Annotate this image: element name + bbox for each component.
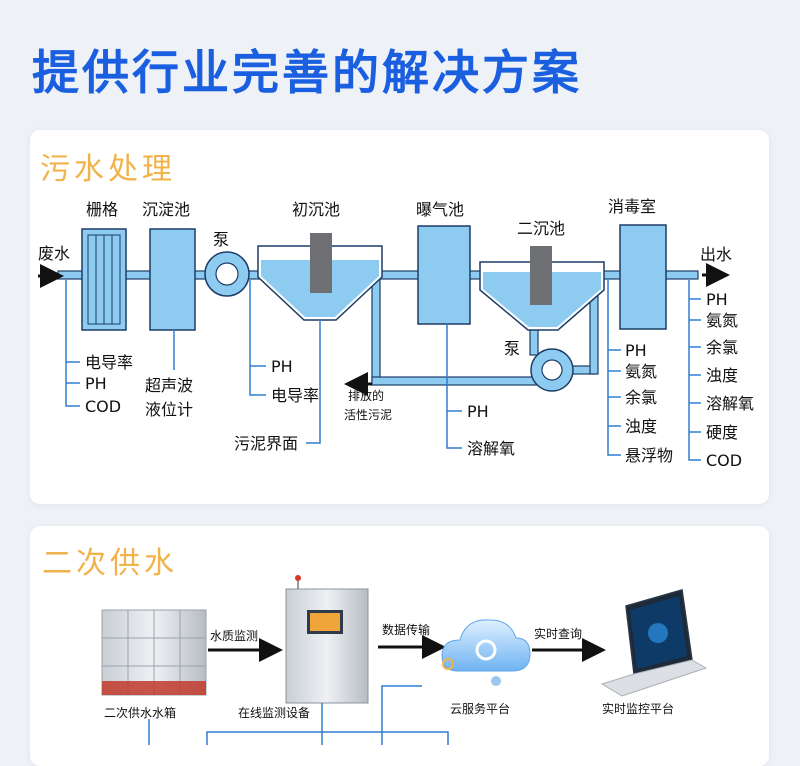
monitor-outlet-2: 氨氮	[706, 311, 738, 330]
monitor-settling-2: 液位计	[145, 400, 193, 419]
arrow-transfer-label: 数据传输	[382, 622, 430, 637]
monitor-outlet-6: 硬度	[706, 423, 738, 442]
aeration-tank	[417, 225, 471, 325]
sludge-label-line2: 活性污泥	[344, 408, 392, 422]
monitor-outlet-5: 溶解氧	[706, 394, 754, 413]
arrow-query-label: 实时查询	[534, 626, 582, 641]
water-supply-title: 二次供水	[42, 546, 178, 581]
monitor-primary-1: PH	[271, 357, 293, 376]
primary-motor	[310, 233, 332, 293]
pump1-label: 泵	[213, 230, 229, 249]
wastewater-diagram: 废水 出水 栅格 沉淀池 泵 初沉池 曝气池 二沉池 泵	[38, 197, 754, 470]
tank-label: 二次供水水箱	[104, 705, 176, 720]
pump2-label: 泵	[504, 339, 520, 358]
return-pipe-vertical	[371, 279, 381, 384]
monitor-grille-3: COD	[85, 397, 121, 416]
water-supply-diagram: 二次供水水箱 水质监测 在线监测设备 数据传输 云服务平台 实时查询	[101, 575, 708, 745]
monitor-grille-1: 电导率	[85, 353, 133, 372]
sludge-label-line1: 排放的	[348, 388, 384, 403]
monitor-outlet-3: 余氯	[706, 338, 738, 357]
outflow-label: 出水	[700, 245, 732, 264]
arrow-quality-label: 水质监测	[210, 629, 258, 643]
monitor-aeration-1: PH	[467, 402, 489, 421]
laptop-image	[600, 589, 708, 697]
monitor-outlet-1: PH	[706, 290, 728, 309]
monitor-disinfection-3: 余氯	[625, 388, 657, 407]
settling-tank	[149, 228, 196, 331]
monitor-primary-2: 电导率	[271, 386, 319, 405]
water-tank-image	[101, 609, 207, 696]
disinfection-label: 消毒室	[608, 197, 656, 216]
monitor-disinfection-5: 悬浮物	[625, 446, 673, 465]
cloud-label: 云服务平台	[450, 701, 510, 716]
cloud-icon	[441, 619, 531, 686]
monitor-sludge-interface: 污泥界面	[234, 434, 298, 453]
monitor-brackets	[65, 279, 701, 461]
monitor-aeration-2: 溶解氧	[467, 439, 515, 458]
primary-label: 初沉池	[292, 200, 340, 219]
monitor-grille-2: PH	[85, 374, 107, 393]
water-supply-card: 二次供水 二次供水水箱	[30, 526, 769, 766]
wastewater-card: 污水处理 废水 出水 栅格 沉淀池 泵	[30, 130, 769, 504]
monitor-disinfection-4: 浊度	[625, 417, 657, 436]
device-label: 在线监测设备	[238, 706, 310, 720]
monitor-outlet-4: 浊度	[706, 366, 738, 385]
aeration-label: 曝气池	[416, 200, 464, 219]
monitor-disinfection-2: 氨氮	[625, 362, 657, 381]
disinfection-room	[619, 224, 667, 330]
monitor-settling-1: 超声波	[145, 376, 193, 395]
secondary-label: 二沉池	[517, 219, 565, 238]
wastewater-title: 污水处理	[40, 152, 176, 187]
secondary-motor	[530, 246, 552, 305]
grille-label: 栅格	[86, 200, 118, 219]
platform-label: 实时监控平台	[602, 701, 674, 716]
page-headline: 提供行业完善的解决方案	[32, 46, 582, 101]
inflow-label: 废水	[38, 244, 70, 263]
return-pipe-horizontal	[371, 376, 541, 386]
supply-connector-lines	[148, 685, 449, 745]
monitoring-cabinet-image	[285, 575, 369, 704]
settling-label: 沉淀池	[142, 200, 190, 219]
monitor-disinfection-1: PH	[625, 341, 647, 360]
monitor-outlet-7: COD	[706, 451, 742, 470]
